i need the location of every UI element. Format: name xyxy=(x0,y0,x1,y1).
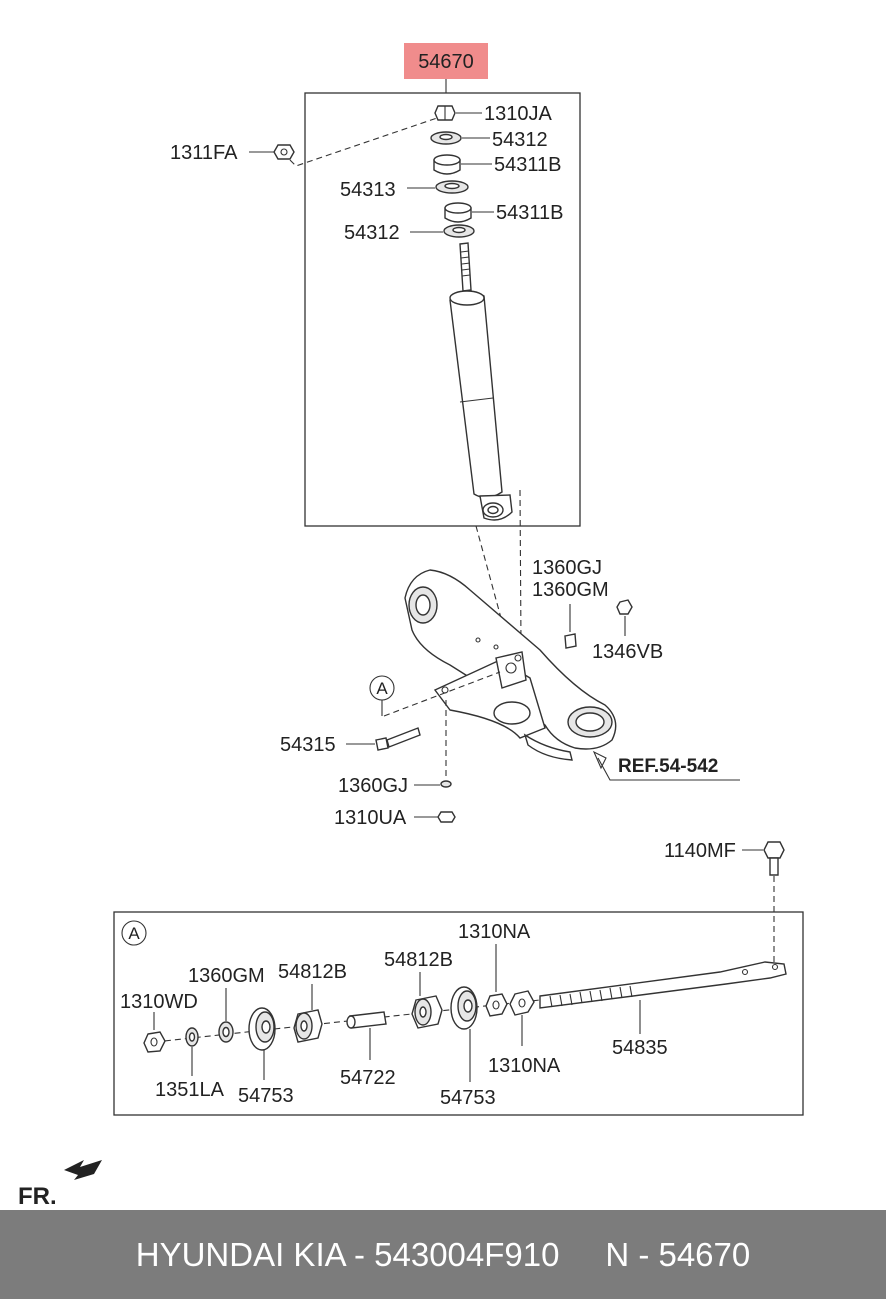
washer-54313[interactable] xyxy=(435,180,469,194)
washer-1351la[interactable] xyxy=(185,1027,199,1047)
label-54753-left[interactable]: 54753 xyxy=(238,1085,294,1107)
label-1346vb[interactable]: 1346VB xyxy=(592,641,663,663)
shock-absorber-frame xyxy=(304,92,581,527)
label-1360gj-lower[interactable]: 1360GJ xyxy=(338,775,408,797)
label-54311b-upper[interactable]: 54311B xyxy=(494,154,561,176)
bushing-54311b-lower[interactable] xyxy=(444,202,472,223)
label-1310na-lower[interactable]: 1310NA xyxy=(488,1055,561,1077)
label-54812b-right[interactable]: 54812B xyxy=(384,949,453,971)
label-54313[interactable]: 54313 xyxy=(340,179,396,201)
bolt-54315[interactable] xyxy=(375,727,421,751)
nut-1310na-right[interactable] xyxy=(509,990,535,1016)
label-54753-right[interactable]: 54753 xyxy=(440,1087,496,1109)
label-1310na-upper[interactable]: 1310NA xyxy=(458,921,531,943)
label-54311b-lower[interactable]: 54311B xyxy=(496,202,563,224)
rod-54835[interactable] xyxy=(539,961,787,1009)
footer-spacer xyxy=(559,1236,605,1274)
front-direction-label: FR. xyxy=(18,1183,57,1210)
front-direction-arrow xyxy=(64,1160,102,1180)
label-1360gm-detail[interactable]: 1360GM xyxy=(188,965,265,987)
ref-54-542[interactable]: REF.54-542 xyxy=(618,756,718,777)
nut-1310na-left[interactable] xyxy=(485,993,508,1017)
label-54812b-left[interactable]: 54812B xyxy=(278,961,347,983)
nut-1346vb[interactable] xyxy=(616,599,633,615)
bushing-54812b-right[interactable] xyxy=(411,995,443,1029)
label-1360gm-upper[interactable]: 1360GM xyxy=(532,579,609,601)
bolt-1140mf[interactable] xyxy=(763,841,785,876)
nut-1311fa[interactable] xyxy=(273,144,295,160)
label-1310wd[interactable]: 1310WD xyxy=(120,991,198,1013)
washer-1360gm[interactable] xyxy=(564,633,577,649)
highlight-part-label[interactable]: 54670 xyxy=(418,51,474,73)
bushing-54311b-upper[interactable] xyxy=(433,154,461,175)
lower-arm[interactable] xyxy=(404,569,617,761)
washer-54753-left[interactable] xyxy=(248,1007,276,1051)
detail-circle-a[interactable]: A xyxy=(128,924,140,943)
washer-1360gm-detail[interactable] xyxy=(218,1021,234,1043)
detail-frame-a xyxy=(113,911,804,1116)
washer-54312-lower[interactable] xyxy=(443,224,475,238)
label-1351la[interactable]: 1351LA xyxy=(155,1079,225,1101)
label-54835[interactable]: 54835 xyxy=(612,1037,668,1059)
washer-1360gj[interactable] xyxy=(440,780,452,788)
label-1360gj-upper[interactable]: 1360GJ xyxy=(532,557,602,579)
bushing-54812b-left[interactable] xyxy=(293,1009,323,1043)
shock-absorber-54670[interactable] xyxy=(449,242,513,521)
nut-1310ja[interactable] xyxy=(434,105,456,121)
highlight-box xyxy=(404,43,488,79)
label-54722[interactable]: 54722 xyxy=(340,1067,396,1089)
circle-a-marker[interactable]: A xyxy=(376,679,388,698)
footer-ref-part: N - 54670 xyxy=(605,1235,751,1273)
nut-1310ua[interactable] xyxy=(437,811,456,823)
footer-bar: HYUNDAI KIA - 543004F910 N - 54670 xyxy=(0,1210,886,1299)
label-54315[interactable]: 54315 xyxy=(280,734,336,756)
label-1311fa[interactable]: 1311FA xyxy=(170,142,238,164)
nut-1310wd[interactable] xyxy=(143,1031,166,1053)
label-54312-top[interactable]: 54312 xyxy=(492,129,548,151)
washer-54312-top[interactable] xyxy=(430,131,462,145)
label-1140mf[interactable]: 1140MF xyxy=(664,840,736,862)
parts-diagram: 54670 1310JA 1311FA 54312 54311B 54313 xyxy=(18,43,804,1210)
label-54312-lower[interactable]: 54312 xyxy=(344,222,400,244)
footer-brand-part: HYUNDAI KIA - 543004F910 xyxy=(135,1235,560,1273)
washer-54753-right[interactable] xyxy=(450,986,478,1030)
label-1310ua[interactable]: 1310UA xyxy=(334,807,407,829)
label-1310ja[interactable]: 1310JA xyxy=(484,103,552,125)
spacer-54722[interactable] xyxy=(346,1011,387,1029)
